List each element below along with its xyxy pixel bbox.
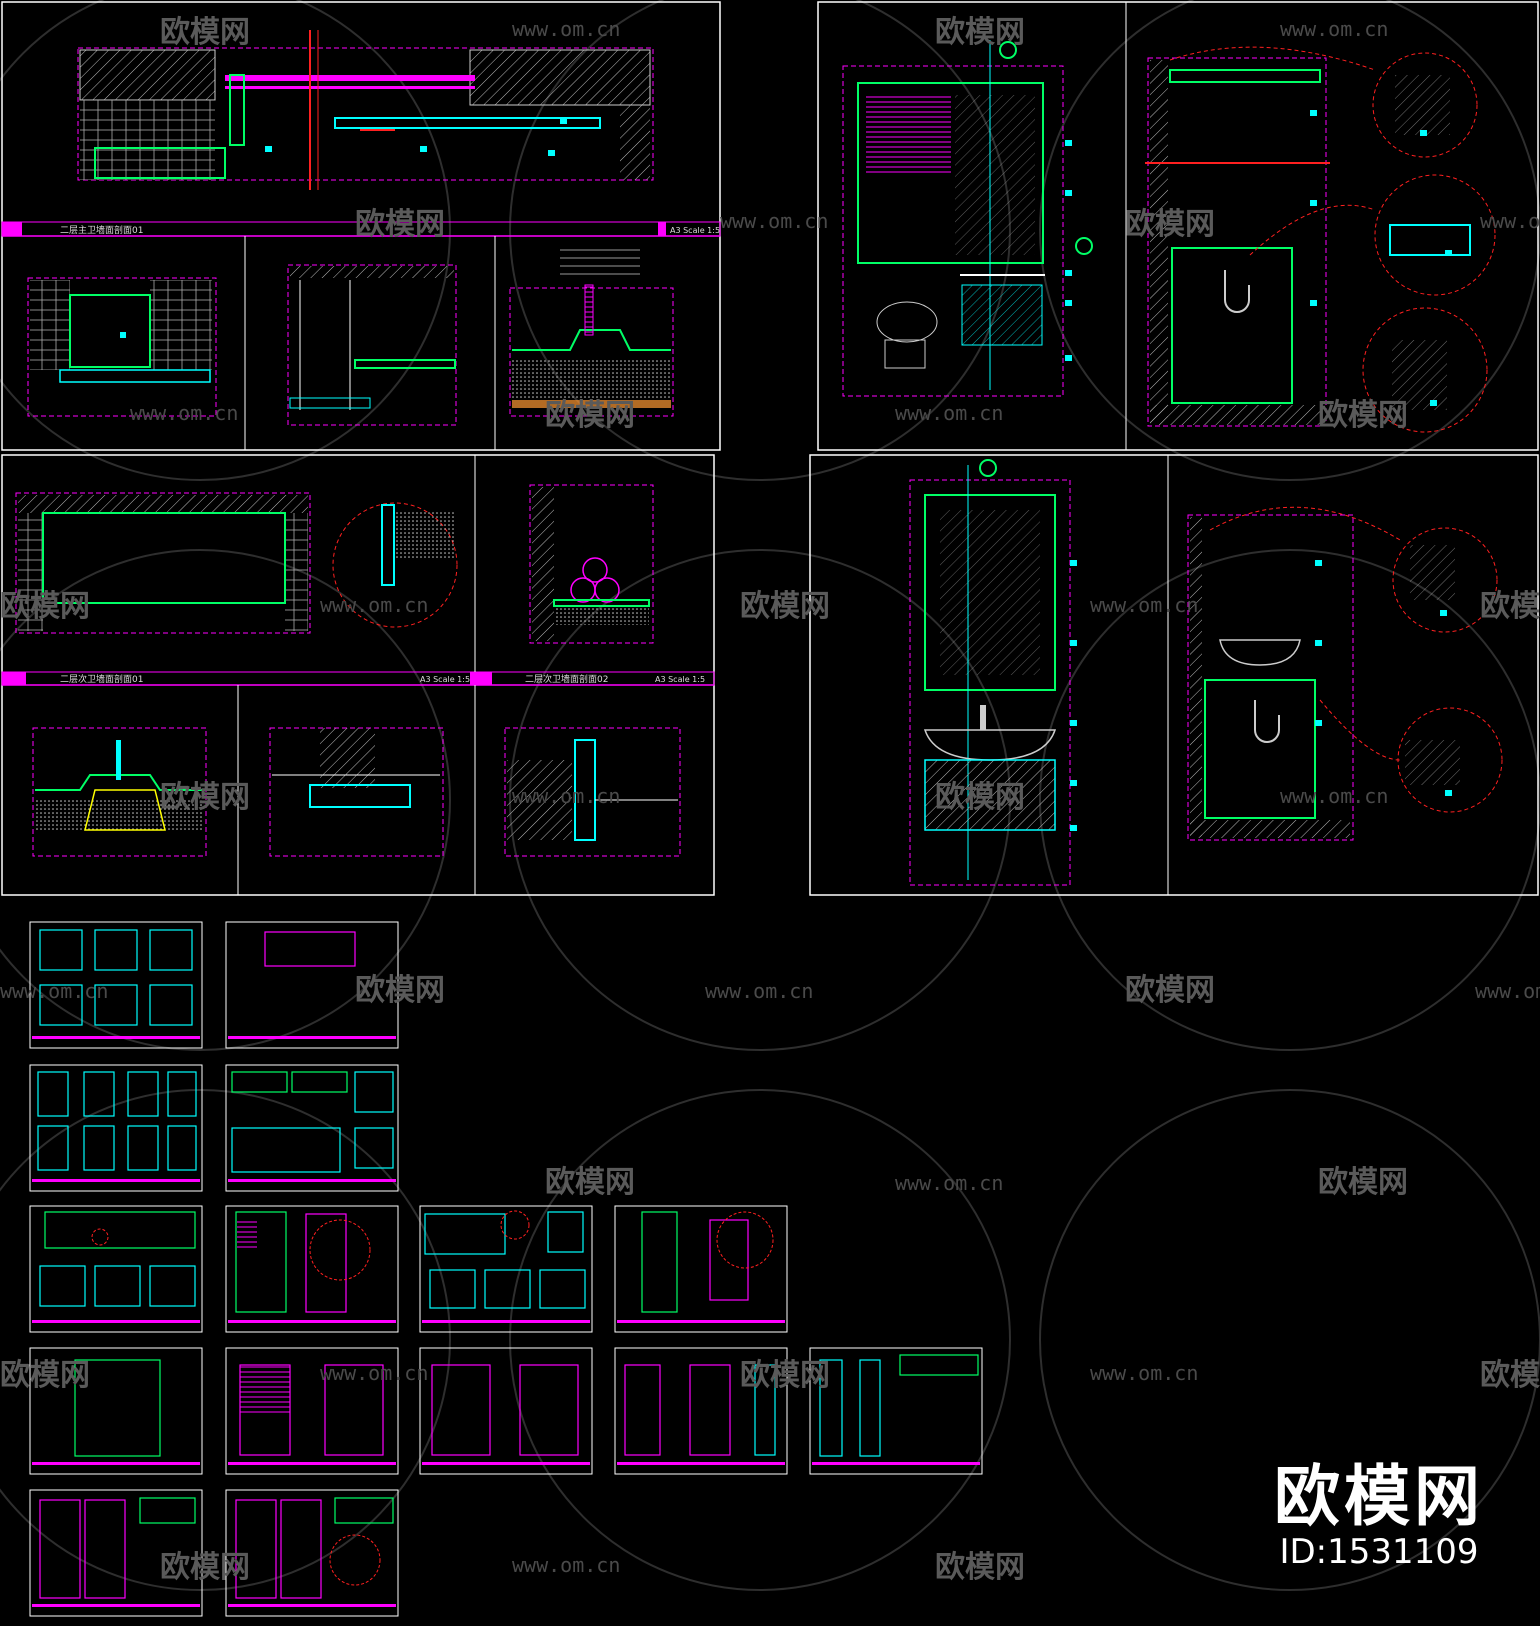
- svg-text:欧模网: 欧模网: [1318, 398, 1408, 433]
- svg-text:欧模网: 欧模网: [545, 398, 635, 433]
- svg-text:欧模网: 欧模网: [355, 973, 445, 1008]
- watermarks: 欧模网 欧模网 欧模网 欧模网 欧模网 欧模网 欧模网 欧模网 欧模网 欧模网 …: [0, 15, 1540, 1585]
- svg-text:www.om.cn: www.om.cn: [1280, 17, 1388, 41]
- brand-name: 欧模网: [1274, 1458, 1484, 1535]
- sheet-secondary-bath-section: 二层次卫墙面剖面01 A3 Scale 1:5 二层次卫墙面剖面02 A3 Sc…: [1, 454, 715, 896]
- svg-text:欧模网: 欧模网: [1480, 1358, 1540, 1393]
- sheet-master-bath-elevation: [817, 1, 1539, 451]
- svg-text:www.om.cn: www.om.cn: [1475, 979, 1540, 1003]
- sheet-scale-right: A3 Scale 1:5: [655, 675, 705, 684]
- svg-text:欧模网: 欧模网: [160, 15, 250, 50]
- model-id: ID:1531109: [1279, 1532, 1479, 1572]
- svg-text:欧模网: 欧模网: [1480, 589, 1540, 624]
- sheet-title-left: 二层次卫墙面剖面01: [60, 673, 143, 685]
- sheet-title: 二层主卫墙面剖面01: [60, 224, 143, 236]
- svg-text:www.om.cn: www.om.cn: [512, 784, 620, 808]
- svg-text:欧模网: 欧模网: [1125, 207, 1215, 242]
- sheet-master-bath-section-01: 二层主卫墙面剖面01 A3 Scale 1:5: [1, 1, 721, 451]
- sheet-scale: A3 Scale 1:5: [670, 226, 720, 235]
- svg-text:www.om.cn: www.om.cn: [705, 979, 813, 1003]
- thumbnail-contents: [32, 929, 980, 1607]
- svg-text:欧模网: 欧模网: [1125, 973, 1215, 1008]
- svg-text:欧模网: 欧模网: [740, 589, 830, 624]
- svg-text:www.om.cn: www.om.cn: [720, 209, 828, 233]
- svg-text:欧模网: 欧模网: [935, 1550, 1025, 1585]
- sheet-secondary-bath-elevation: [809, 454, 1539, 896]
- svg-text:欧模网: 欧模网: [935, 780, 1025, 815]
- svg-text:www.om.cn: www.om.cn: [895, 401, 1003, 425]
- svg-text:www.om.cn: www.om.cn: [320, 1361, 428, 1385]
- svg-text:欧模网: 欧模网: [1318, 1165, 1408, 1200]
- svg-text:www.om.cn: www.om.cn: [1090, 1361, 1198, 1385]
- svg-text:www.om.cn: www.om.cn: [0, 979, 108, 1003]
- svg-text:欧模网: 欧模网: [545, 1165, 635, 1200]
- sheet-title-right: 二层次卫墙面剖面02: [525, 673, 608, 685]
- thumbnail-sheets: [29, 921, 983, 1617]
- svg-text:欧模网: 欧模网: [0, 589, 90, 624]
- sheet-scale-left: A3 Scale 1:5: [420, 675, 470, 684]
- svg-text:欧模网: 欧模网: [160, 780, 250, 815]
- svg-text:www.om.cn: www.om.cn: [1090, 593, 1198, 617]
- svg-text:www.om.cn: www.om.cn: [130, 401, 238, 425]
- svg-text:www.om.cn: www.om.cn: [512, 1553, 620, 1577]
- svg-text:欧模网: 欧模网: [740, 1358, 830, 1393]
- svg-text:欧模网: 欧模网: [0, 1358, 90, 1393]
- brand-mark: 欧模网 ID:1531109: [1274, 1458, 1484, 1573]
- svg-text:www.om.cn: www.om.cn: [512, 17, 620, 41]
- svg-text:www.om.cn: www.om.cn: [1280, 784, 1388, 808]
- svg-text:www.om.cn: www.om.cn: [1480, 209, 1540, 233]
- svg-text:欧模网: 欧模网: [935, 15, 1025, 50]
- svg-text:www.om.cn: www.om.cn: [320, 593, 428, 617]
- svg-text:欧模网: 欧模网: [160, 1550, 250, 1585]
- svg-text:欧模网: 欧模网: [355, 207, 445, 242]
- svg-text:www.om.cn: www.om.cn: [895, 1171, 1003, 1195]
